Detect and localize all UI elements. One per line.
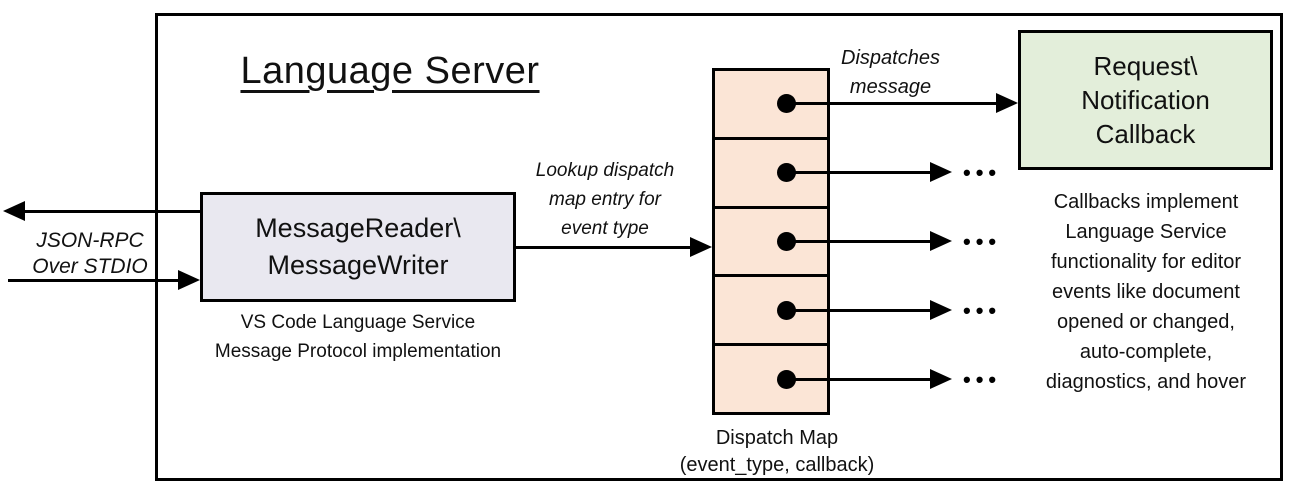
- lookup-line: [516, 246, 692, 249]
- dispatches-message-label: Dispatches message: [841, 47, 940, 98]
- dispatch-map-cell: [715, 71, 827, 140]
- dispatch-arrowhead-5: [930, 369, 952, 389]
- more-callbacks-ellipsis: •••: [963, 367, 1002, 392]
- dispatch-arrowhead-3: [930, 231, 952, 251]
- json-rpc-label: JSON-RPC Over STDIO: [32, 229, 148, 278]
- dispatch-map-label: Dispatch Map (event_type, callback): [679, 427, 875, 476]
- stdio-out-line: [24, 210, 200, 213]
- dispatch-line-3: [786, 240, 932, 243]
- more-callbacks-ellipsis: •••: [963, 298, 1002, 323]
- message-reader-writer-label: MessageReader\ MessageWriter: [255, 213, 461, 280]
- request-notification-callback-box: Request\ Notification Callback: [1018, 30, 1273, 170]
- dispatch-line-5: [786, 378, 932, 381]
- dispatch-line-1: [786, 102, 998, 105]
- diagram-title: Language Server: [240, 50, 540, 92]
- stdio-in-line: [8, 279, 180, 282]
- dispatch-arrowhead-2: [930, 162, 952, 182]
- more-callbacks-ellipsis: •••: [963, 229, 1002, 254]
- request-notification-callback-label: Request\ Notification Callback: [1081, 51, 1210, 149]
- stdio-in-arrowhead: [178, 270, 200, 290]
- stdio-out-arrowhead: [3, 201, 25, 221]
- callbacks-caption: Callbacks implement Language Service fun…: [1045, 191, 1247, 393]
- dispatch-map-cell: [715, 140, 827, 209]
- message-box-caption: VS Code Language Service Message Protoco…: [214, 312, 502, 362]
- message-reader-writer-box: MessageReader\ MessageWriter: [200, 192, 516, 302]
- lookup-arrowhead: [690, 237, 712, 257]
- more-callbacks-ellipsis: •••: [963, 160, 1002, 185]
- dispatch-line-4: [786, 309, 932, 312]
- dispatch-map-cell: [715, 277, 827, 347]
- lookup-label: Lookup dispatch map entry for event type: [535, 160, 675, 239]
- dispatch-map-cell: [715, 209, 827, 278]
- dispatch-arrowhead-4: [930, 300, 952, 320]
- dispatch-arrowhead-1: [996, 93, 1018, 113]
- dispatch-line-2: [786, 171, 932, 174]
